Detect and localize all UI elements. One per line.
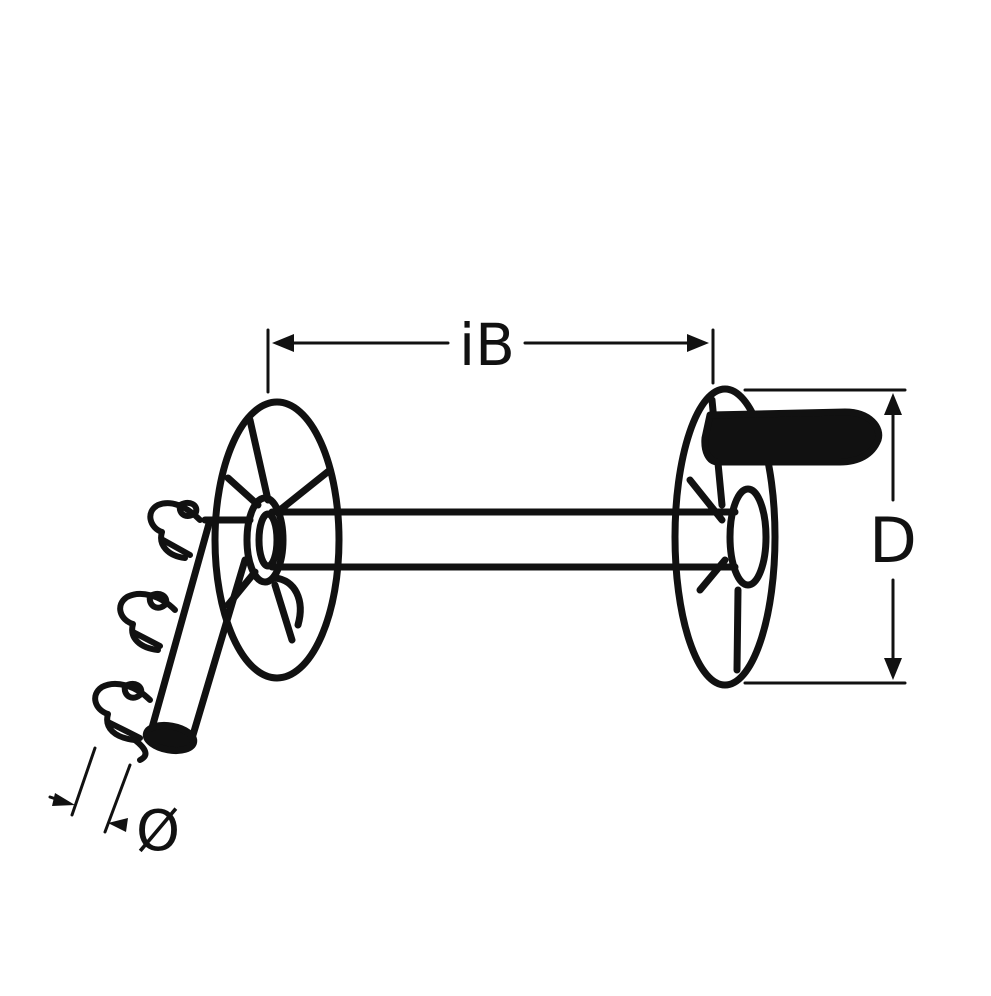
clamp-hook-middle xyxy=(117,590,178,653)
clamp-hooks xyxy=(92,500,203,763)
right-spoke-3 xyxy=(696,556,729,594)
left-spoke-3 xyxy=(276,466,334,514)
d-arrow-top xyxy=(884,393,902,415)
crank-grip xyxy=(701,408,883,466)
d-arrow-bottom xyxy=(884,658,902,680)
right-disc-rim xyxy=(671,385,779,689)
clamp-hook-top xyxy=(147,500,203,561)
dia-arrow-right xyxy=(108,818,128,832)
left-spoke-5 xyxy=(271,581,296,644)
right-spoke-2 xyxy=(686,476,726,524)
right-spoke-4 xyxy=(733,586,742,674)
clamp-hook-bottom xyxy=(92,680,153,763)
crank-edge-left xyxy=(146,516,214,739)
dimension-ib xyxy=(266,328,715,394)
drum-tube xyxy=(201,508,739,571)
dimension-shaft-diameter xyxy=(48,746,132,834)
dia-extension-line-left xyxy=(70,746,97,817)
inner-width-label: iB xyxy=(459,311,515,379)
crank-grip-body xyxy=(701,408,883,466)
ib-arrow-left xyxy=(272,334,294,352)
left-spoke-2 xyxy=(224,474,262,509)
left-reel-disc xyxy=(211,398,343,682)
dimension-d xyxy=(743,388,907,685)
left-disc-rim xyxy=(211,398,343,682)
left-disc-hub-inner xyxy=(255,510,281,570)
diameter-label: D xyxy=(869,504,917,577)
left-spoke-1 xyxy=(246,416,272,504)
dia-extension-line-right xyxy=(103,763,132,834)
shaft-diameter-label: Ø xyxy=(136,799,180,864)
dia-arrow-left xyxy=(52,793,75,806)
right-disc-hub xyxy=(726,485,770,589)
crank-end-cap xyxy=(142,721,198,755)
left-spoke-4 xyxy=(224,568,259,609)
left-spoke-6 xyxy=(271,574,304,629)
ib-arrow-right xyxy=(687,334,709,352)
